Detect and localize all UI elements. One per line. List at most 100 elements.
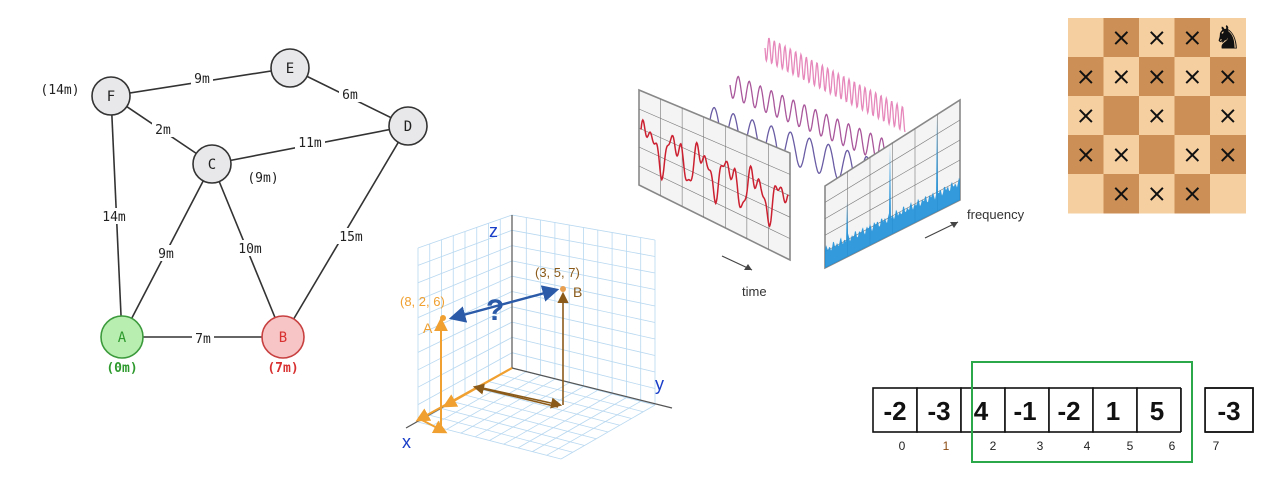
chess-square: [1103, 135, 1140, 175]
array-value: -3: [927, 396, 950, 426]
frequency-arrowhead: [950, 222, 958, 228]
chess-square: [1068, 18, 1104, 58]
grid-line: [432, 371, 527, 427]
chess-square: [1174, 57, 1211, 97]
chess-square: [1068, 96, 1104, 136]
time-arrowhead: [744, 264, 752, 270]
node-distance-A: (0m): [106, 361, 137, 376]
grid-line: [417, 245, 513, 284]
graph-node-E: [270, 48, 310, 88]
array-cell: [1092, 387, 1138, 433]
chess-square: [1210, 174, 1246, 214]
grid-line: [417, 260, 513, 301]
chess-square: [1103, 96, 1140, 136]
edge-label-bg: [339, 86, 361, 102]
edge-label-bg: [191, 70, 213, 86]
grid-line: [511, 275, 656, 307]
node-label-D: D: [404, 119, 412, 135]
node-label-E: E: [286, 61, 294, 77]
array-index: 5: [1127, 439, 1134, 453]
spectrum-panel-grid: [824, 119, 961, 203]
grid-line: [511, 352, 656, 389]
chess-square: [1210, 18, 1246, 58]
time-signal: [640, 118, 789, 228]
grid-line: [517, 393, 613, 449]
grid-line: [475, 382, 570, 438]
chess-square: [1210, 57, 1246, 97]
chess-square: [1139, 18, 1175, 58]
grid-line: [560, 404, 656, 460]
chess-square: [1210, 96, 1246, 136]
y-axis-label: y: [655, 374, 664, 394]
point-a-marker: [440, 315, 446, 321]
grid-line: [546, 400, 641, 456]
attacked-square-mark: ×: [1076, 63, 1096, 91]
edge-label-bg: [336, 228, 366, 244]
graph-node-F: [91, 76, 131, 116]
edge-label-CA: 9m: [158, 247, 174, 262]
frequency-domain-panel: [824, 98, 961, 270]
edge-label-bg: [99, 208, 129, 224]
chess-square: [1174, 174, 1211, 214]
node-label-A: A: [118, 330, 127, 346]
edge-label-DB: 15m: [339, 230, 363, 245]
edge-label-FA: 14m: [102, 210, 126, 225]
grid-line: [446, 375, 541, 430]
chess-square: [1210, 135, 1246, 175]
chess-square: [1103, 174, 1140, 214]
coordinate-3d-diagram: zyx(8, 2, 6)A(3, 5, 7)B?: [400, 214, 673, 460]
point-b-x-component: [472, 383, 559, 408]
chess-square: [1139, 96, 1175, 136]
edge-label-FE: 9m: [194, 72, 210, 87]
array-value: -2: [1057, 396, 1080, 426]
point-a-origin-vector: [415, 367, 513, 422]
grid-line: [489, 386, 584, 441]
graph-node-A: [100, 315, 144, 359]
chess-square: [1139, 174, 1175, 214]
array-value: -1: [1013, 396, 1036, 426]
attacked-square-mark: ×: [1111, 24, 1131, 52]
time-label: time: [742, 284, 767, 299]
graph-node-B: [261, 315, 305, 359]
chess-square: [1103, 18, 1140, 58]
grid-line: [417, 229, 513, 266]
grid-line: [511, 321, 656, 356]
point-b-label: B: [573, 284, 582, 300]
max-subarray-highlight: [971, 361, 1193, 463]
z-axis-label: z: [489, 221, 498, 241]
grid-line: [511, 245, 656, 274]
array-value: 1: [1106, 396, 1120, 426]
knight-piece-icon: ♞: [1213, 19, 1242, 57]
grid-line: [532, 397, 627, 452]
node-distance-F: (14m): [40, 83, 79, 98]
node-label-C: C: [208, 157, 216, 173]
array-cell: [1004, 387, 1050, 433]
x-axis-label: x: [402, 432, 411, 452]
edge-label-bg: [152, 121, 174, 137]
grid-line: [511, 337, 656, 373]
array-index: 7: [1213, 439, 1220, 453]
attacked-square-mark: ×: [1076, 141, 1096, 169]
node-distance-B: (7m): [267, 361, 298, 376]
attacked-square-mark: ×: [1218, 102, 1238, 130]
frequency-label: frequency: [967, 207, 1025, 222]
edge-label-FC: 2m: [155, 123, 171, 138]
chess-square: [1068, 135, 1104, 175]
attacked-square-mark: ×: [1147, 180, 1167, 208]
node-distance-C: (9m): [247, 171, 278, 186]
attacked-square-mark: ×: [1147, 63, 1167, 91]
attacked-square-mark: ×: [1218, 141, 1238, 169]
grid-line: [511, 229, 656, 257]
grid-line: [417, 352, 513, 405]
grid-line: [503, 389, 598, 445]
y-axis: [511, 367, 673, 409]
question-mark: ?: [486, 294, 504, 327]
edge-label-bg: [235, 240, 265, 256]
node-label-F: F: [107, 89, 115, 105]
array-index: 2: [990, 439, 997, 453]
edge-label-bg: [155, 245, 177, 261]
point-b-marker: [560, 286, 566, 292]
